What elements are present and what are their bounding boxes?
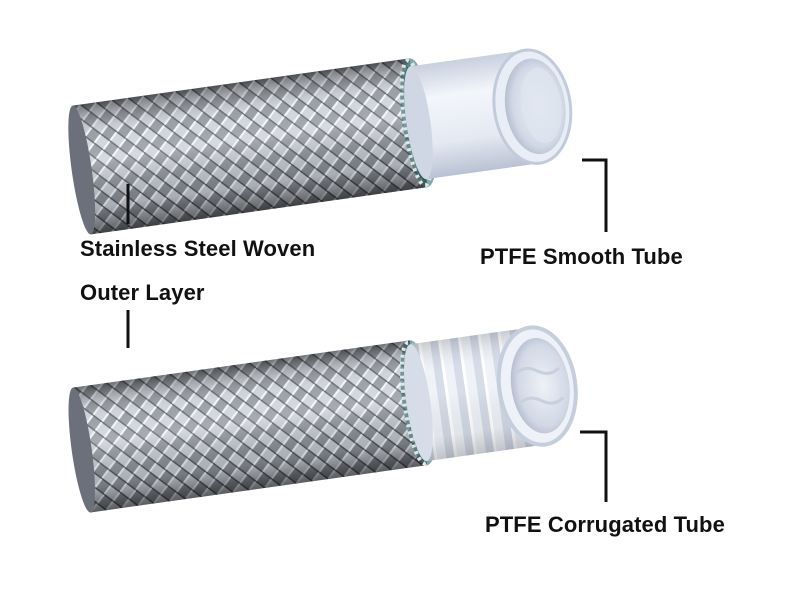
steel-woven-label-line1: Stainless Steel Woven (80, 236, 316, 261)
steel-braided-hose-top (68, 58, 437, 235)
steel-braided-hose-bottom (68, 340, 437, 513)
leader-smooth-tube (582, 158, 608, 232)
ptfe-corrugated-tube-label: PTFE Corrugated Tube (485, 512, 725, 537)
ptfe-smooth-tube (404, 48, 573, 180)
ptfe-smooth-tube-label: PTFE Smooth Tube (480, 244, 683, 269)
leader-lines (126, 158, 608, 502)
steel-woven-label-line2: Outer Layer (80, 280, 205, 305)
ptfe-corrugated-tube (403, 325, 578, 462)
leader-corrugated-tube (580, 430, 608, 502)
